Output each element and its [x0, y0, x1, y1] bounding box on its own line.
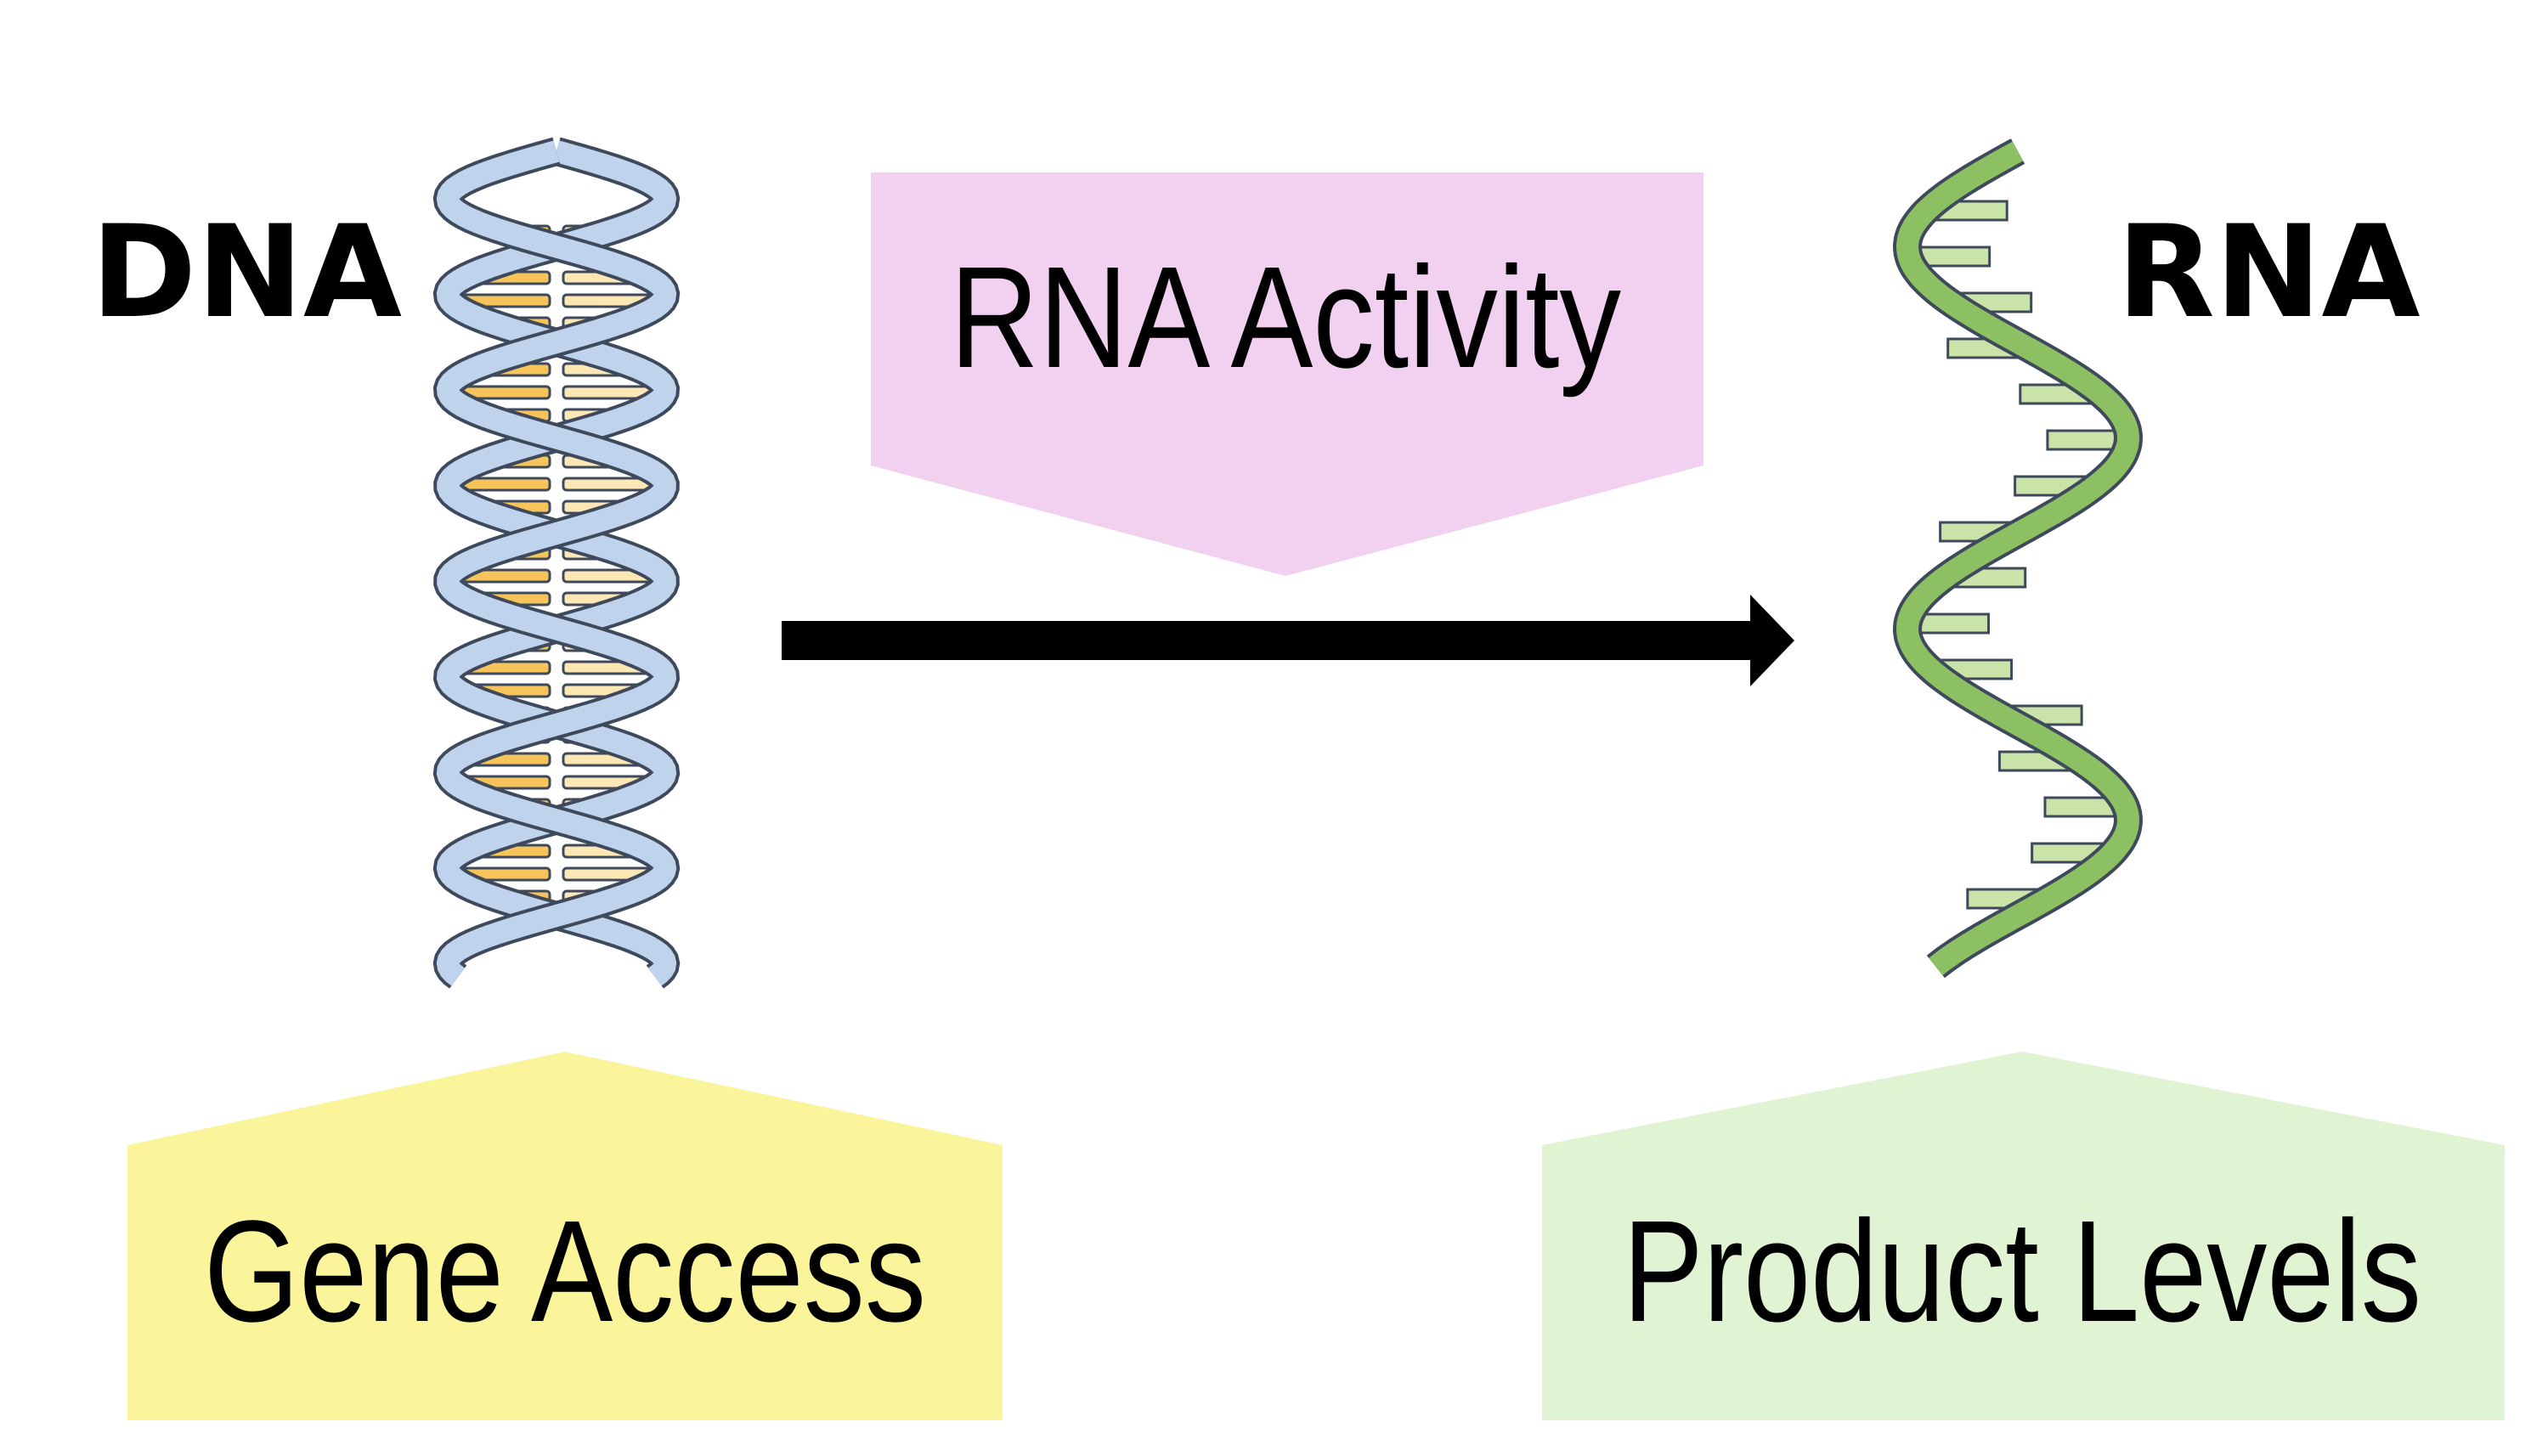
rna-backbone-strand [1895, 141, 2140, 976]
dna-backbone-strand [436, 140, 677, 986]
gene-access-box: Gene Access [127, 1052, 1003, 1420]
dna-backbone-strand [436, 140, 677, 986]
product-levels-box: Product Levels [1542, 1052, 2505, 1420]
gene-access-label: Gene Access [204, 1191, 926, 1352]
rna-activity-label: RNA Activity [950, 237, 1621, 398]
dna-double-helix-icon [432, 137, 681, 989]
rna-label: RNA [2116, 199, 2420, 347]
right-arrow-icon [782, 595, 1794, 686]
dna-label: DNA [91, 199, 402, 347]
product-levels-label: Product Levels [1623, 1191, 2421, 1352]
rna-single-strand-icon [1892, 138, 2144, 979]
rna-activity-box: RNA Activity [871, 172, 1703, 576]
